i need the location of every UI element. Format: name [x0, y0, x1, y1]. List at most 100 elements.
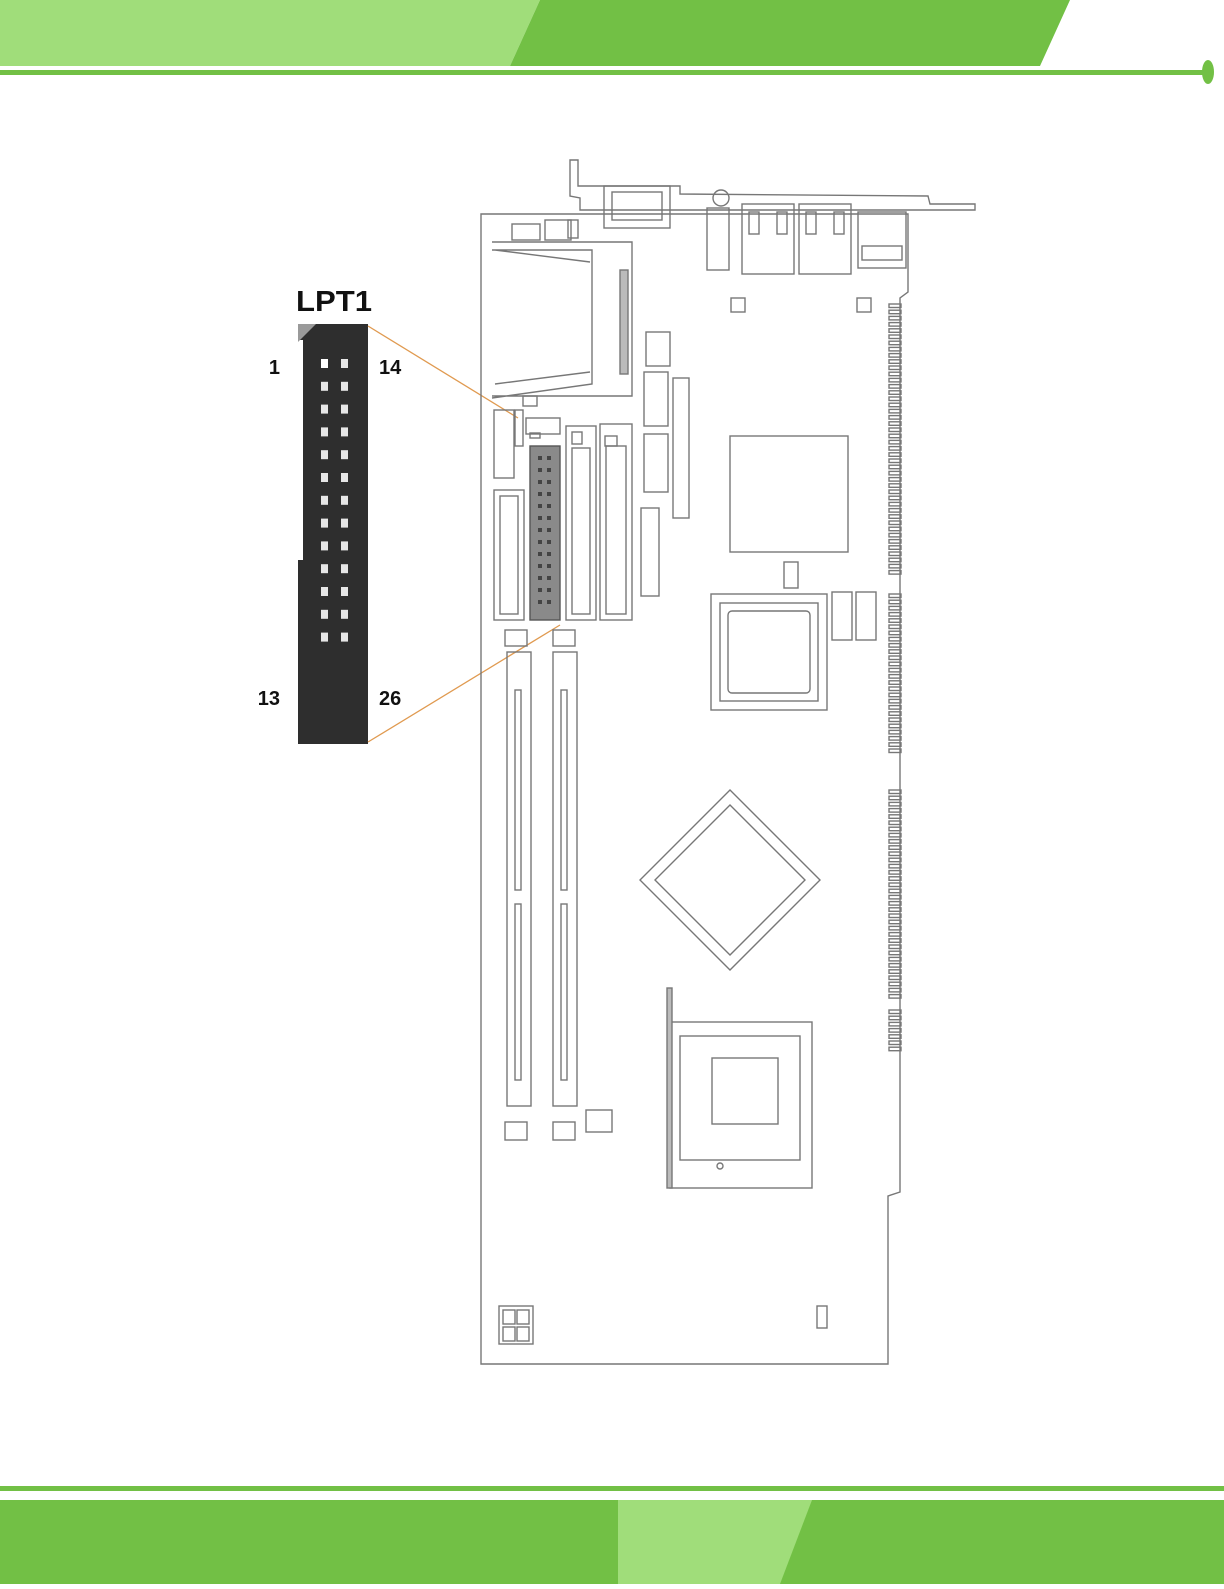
connector-title: LPT1 [296, 286, 372, 318]
edge-finger [889, 594, 901, 598]
edge-finger [889, 933, 901, 937]
board-lpt-pin [538, 552, 542, 556]
dimm-slot-1 [507, 652, 531, 1106]
board-lpt-pin [547, 468, 551, 472]
connector-pin [321, 519, 328, 528]
edge-finger [889, 625, 901, 629]
edge-finger [889, 724, 901, 728]
header-com2 [644, 434, 668, 492]
cf-tab [523, 396, 537, 406]
connector-pin [341, 359, 348, 368]
edge-finger [889, 790, 901, 794]
edge-finger [889, 743, 901, 747]
board-lpt-pin [538, 468, 542, 472]
edge-finger [889, 378, 901, 382]
connector-pin [321, 610, 328, 619]
board-lpt-pin [547, 552, 551, 556]
edge-finger [889, 718, 901, 722]
board-lpt-pin [538, 516, 542, 520]
edge-finger [889, 1035, 901, 1039]
edge-finger [889, 883, 901, 887]
edge-finger [889, 571, 901, 575]
dimm-slot-2-key [561, 690, 567, 890]
connector-pin [321, 496, 328, 505]
edge-finger [889, 1010, 901, 1014]
edge-finger [889, 693, 901, 697]
chip-southbridge [730, 436, 848, 552]
footer-rule [0, 1486, 1224, 1491]
edge-finger [889, 329, 901, 333]
header-small-jumper [526, 418, 560, 434]
connector-pin [341, 405, 348, 414]
footer-band-light [618, 1500, 812, 1584]
connector-pin [321, 564, 328, 573]
connector-pin [321, 359, 328, 368]
edge-finger [889, 471, 901, 475]
edge-finger [889, 490, 901, 494]
edge-finger [889, 540, 901, 544]
board-lpt-pin [547, 576, 551, 580]
edge-finger [889, 354, 901, 358]
jumper-top-b [857, 298, 871, 312]
edge-finger [889, 914, 901, 918]
board-lpt-pin [538, 564, 542, 568]
board-lpt-pin [538, 456, 542, 460]
edge-finger [889, 496, 901, 500]
motherboard-outline [481, 160, 975, 1364]
edge-finger [889, 391, 901, 395]
fdd-connector-inner [500, 496, 518, 614]
pin-label-1: 1 [269, 357, 280, 379]
board-edge [481, 214, 908, 1364]
board-lpt-pin [547, 528, 551, 532]
ide-connector-1 [566, 426, 596, 620]
edge-finger [889, 1022, 901, 1026]
connector-pin [341, 473, 348, 482]
edge-finger [889, 600, 901, 604]
edge-finger [889, 366, 901, 370]
header-band-light [0, 0, 540, 66]
header-2x4-a [646, 332, 670, 366]
connector-pin [321, 450, 328, 459]
edge-finger [889, 895, 901, 899]
cf-pin-strip [620, 270, 628, 374]
chip-northbridge [640, 790, 820, 970]
ide-connector-2-key [605, 436, 617, 446]
compactflash-socket [492, 242, 632, 398]
connector-pin [341, 587, 348, 596]
dimm-slot-1-clip-bottom [505, 1122, 527, 1140]
rj45-port-2-inner [806, 212, 816, 234]
dimm-slot-1-clip-top [505, 630, 527, 646]
edge-finger [889, 1029, 901, 1033]
header-top-a [512, 224, 540, 240]
board-lpt-pin [538, 480, 542, 484]
footer-band-dark [0, 1500, 1224, 1584]
connector-pin [341, 496, 348, 505]
board-lpt-pin [538, 588, 542, 592]
edge-finger [889, 644, 901, 648]
fan-connector [586, 1110, 612, 1132]
edge-finger [889, 970, 901, 974]
edge-finger [889, 606, 901, 610]
edge-finger [889, 706, 901, 710]
jumper-top-a [731, 298, 745, 312]
edge-finger [889, 416, 901, 420]
edge-finger [889, 372, 901, 376]
edge-finger [889, 619, 901, 623]
edge-finger [889, 397, 901, 401]
header-right-a [832, 592, 852, 640]
edge-finger [889, 521, 901, 525]
jumper-bottom-right [817, 1306, 827, 1328]
connector-pin [321, 587, 328, 596]
edge-finger [889, 939, 901, 943]
edge-finger [889, 546, 901, 550]
edge-finger [889, 840, 901, 844]
edge-finger [889, 656, 901, 660]
dimm-slot-2-clip-top [553, 630, 575, 646]
edge-finger [889, 558, 901, 562]
edge-finger [889, 668, 901, 672]
edge-finger [889, 428, 901, 432]
board-lpt-pin [538, 492, 542, 496]
header-com1 [644, 372, 668, 426]
edge-finger [889, 957, 901, 961]
